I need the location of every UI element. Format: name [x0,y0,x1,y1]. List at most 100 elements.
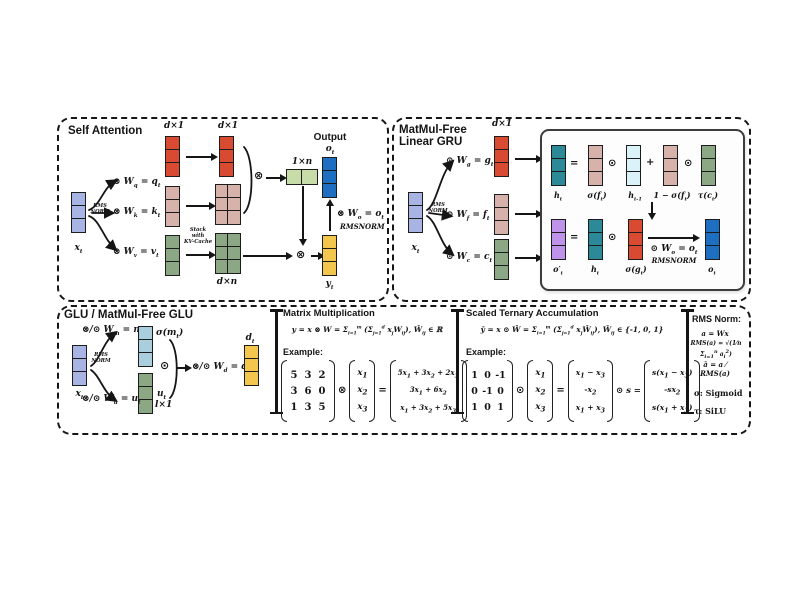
gru-title-line1: MatMul-Free [399,124,467,136]
sa-rmsnorm-out-label: RMSNORM [340,222,385,231]
gru-rmsnorm-label: RMS NORM [427,202,449,214]
matrix-cell: 0 [318,385,326,397]
cell [138,399,153,415]
sa-rms-line2: NORM [90,209,110,216]
sa-yt-label: yt [325,279,334,291]
cell [72,371,87,387]
ternary-accum-vector: x1 − x3 -x2 x1 + x3 [567,360,613,422]
paren [389,360,396,422]
gru-wf-label: ⊙ Wf = ft [446,210,490,222]
paren [527,360,534,422]
sa-rmsnorm-fan-arrows [88,179,119,252]
matrix-cell: 5 [318,401,326,413]
ternary-scale-op: ⊙ s = [615,386,641,396]
gru-f-vector [494,194,509,236]
cell [244,371,259,387]
glu-rms-line2: NORM [91,358,111,365]
sa-v-matrix [215,233,242,275]
sa-k-matrix [215,184,242,226]
glu-dt-label: dt [245,333,255,345]
glu-xt-label: xt [75,389,84,401]
cell [408,218,423,234]
matrix-cell: 3 [290,385,298,397]
gru-rmsnorm-fan-arrows [426,159,455,257]
matmul-eq: = [378,385,387,396]
cell [494,220,509,236]
gru-f-arrow [515,209,543,218]
sa-k-arrow [186,201,216,210]
matrix-cell: -1 [482,385,493,397]
matrix-cell: 1 [471,401,478,413]
matrix-cell: 6 [304,385,312,397]
rms-eq3: ā = a ⁄ RMS(a) [700,360,730,378]
ternary-x-vector: x1 x2 x3 [527,360,554,422]
vector-cell: x1 [357,368,368,381]
sa-rms-line1: RMS [93,203,107,209]
glu-brace [169,339,178,399]
glu-odot: ⊙ [160,359,170,372]
cell [219,162,234,178]
sa-stack-line1: Stack [189,227,207,233]
cell [551,245,566,261]
gru-xt-vector [408,192,423,234]
vector-cell: x2 [357,385,368,397]
cell [138,352,153,368]
matrix-cell: 0 [471,385,478,397]
sa-output-vector [322,157,337,199]
matrix-cell: 1 [290,401,298,413]
glu-sigm-label: σ(mt) [156,328,184,340]
glu-rmsnorm-fan-arrows [90,330,118,402]
sa-down-arrow [298,186,307,246]
gru-tct-vector [701,145,716,187]
gru-c-arrow [515,253,543,262]
result-cell: x1 − x3 [575,367,605,380]
cell [628,245,643,261]
gru-eq1: = [570,158,579,169]
gru-htm1-label: ht-1 [628,190,642,203]
matrix-cell: 5 [290,369,298,381]
sa-k-vector [165,186,180,228]
gru-rmsnorm-out-label: RMSNORM [651,256,697,265]
matrix-cell: 2 [318,369,326,381]
separator-ternary-rms [681,309,693,414]
gru-wc-label: ⊙ Wc = ct [446,252,493,264]
paren [281,360,287,422]
gru-xt-label: xt [411,243,420,255]
matmul-formula: y = x ⊗ W = Σi=1m (Σj=1d xjWij), W̄ij ∈ … [291,325,443,337]
vector-cell: x2 [535,385,546,397]
cell [663,171,678,187]
result-cell: x1 + 3x2 + 5x3 [400,402,457,415]
sa-v-vector [165,235,180,277]
sa-1xn-label: 1×n [291,157,313,167]
result-cell: s(x1 + x3) [651,402,693,415]
gru-wo-label: ⊙ Wo = ot [650,244,698,256]
gru-rms-line2: NORM [428,208,448,215]
rms-title: RMS Norm: [692,314,741,324]
matrix-cell: -1 [495,369,506,381]
sa-up-arrow [325,199,334,231]
ternary-title: Scaled Ternary Accumulation [466,308,599,319]
gru-ht2-label: ht [590,264,600,277]
gru-down-arrow [647,202,656,220]
sa-wk-label: ⊗ Wk = kt [113,207,161,219]
matrix-cell: 3 [304,401,312,413]
paren [643,360,650,422]
sa-q-vector [165,136,180,178]
gru-otp-label: o′t [553,264,563,277]
gru-g-vector [494,136,509,178]
sa-xt-label: xt [74,243,83,255]
matrix-cell: 0 [484,401,491,413]
sa-v-to-otimes-arrow [243,251,293,260]
ternary-op: ⊙ [516,385,525,396]
result-cell: 5x1 + 3x2 + 2x3 [397,367,459,380]
gru-odot3: ⊙ [608,232,617,243]
glu-d-vector [244,345,259,387]
cell [588,245,603,261]
sa-stack-line2: with [191,233,205,240]
sa-otimes-qk: ⊗ [254,169,264,182]
cell [165,261,180,277]
sa-q-arrow [186,152,218,161]
